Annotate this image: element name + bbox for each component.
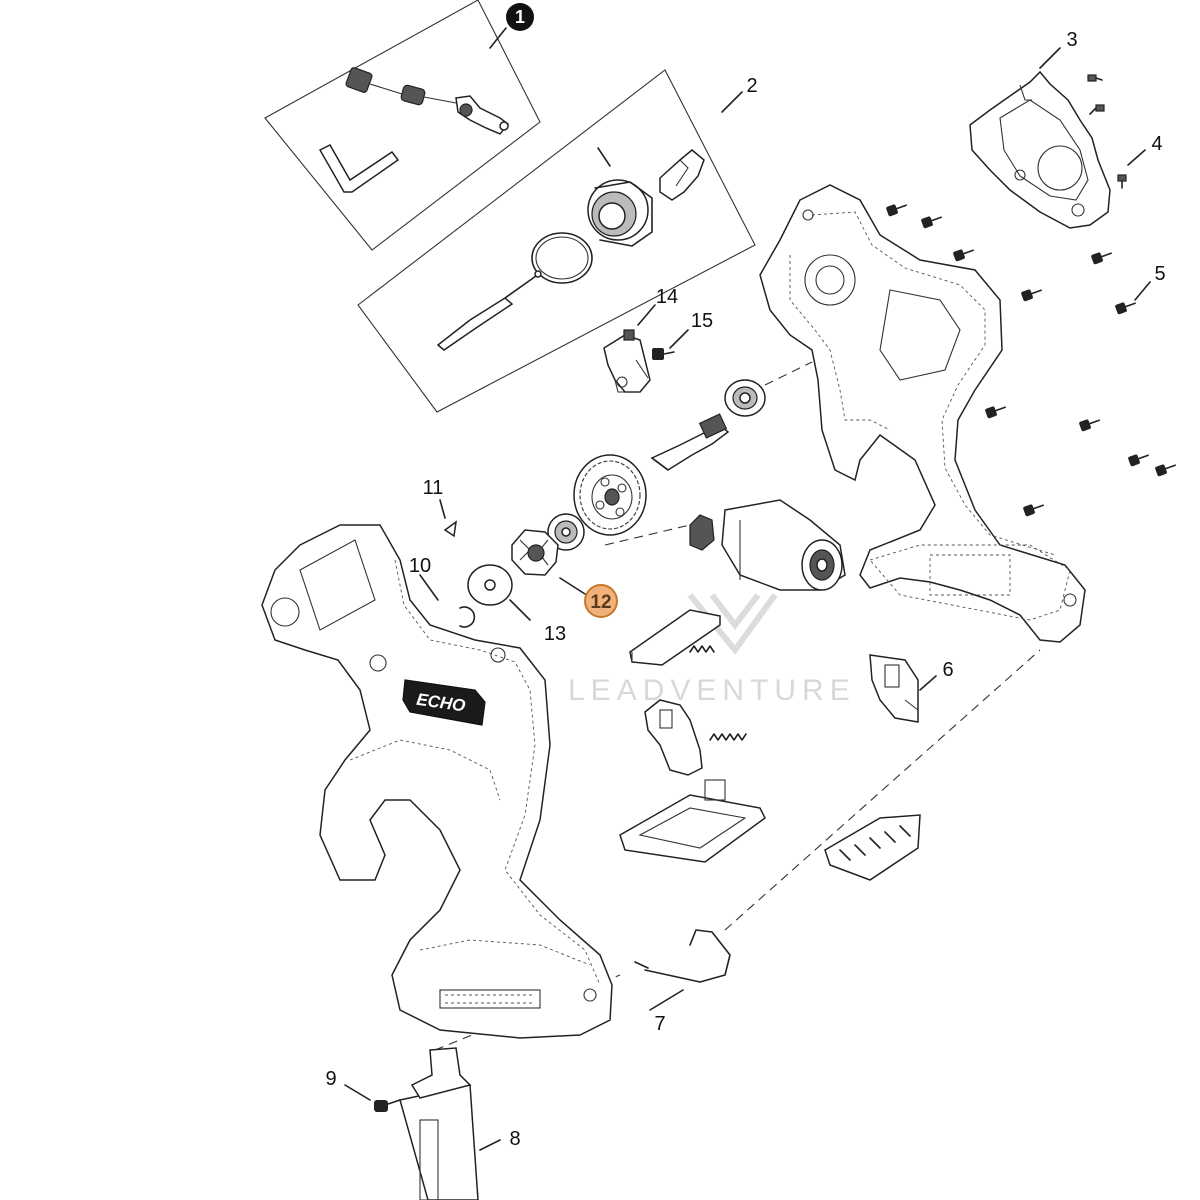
callout-5: 5 (1154, 263, 1165, 285)
chuck-assembly (587, 147, 705, 247)
left-housing-half (261, 524, 613, 1039)
spring-small (689, 645, 715, 653)
bearing-top (724, 379, 766, 417)
battery-plate (619, 779, 766, 863)
pick-tool (436, 270, 542, 351)
callout-14: 14 (656, 286, 678, 308)
switch-part-6 (869, 654, 919, 723)
callout-3: 3 (1066, 29, 1077, 51)
o-ring (531, 232, 593, 284)
switch-part-14 (603, 329, 651, 393)
callout-11: 11 (423, 477, 444, 499)
screw-15 (652, 348, 675, 360)
spindle-shaft (650, 413, 730, 471)
callout-1: 1 (515, 7, 525, 27)
callout-12-highlight (584, 584, 618, 618)
wire-spring-7 (634, 929, 731, 983)
allen-key (318, 144, 400, 193)
clip-10 (459, 606, 476, 628)
spring-long (709, 733, 747, 741)
callout-labels: 1 2 3 4 5 6 7 8 9 10 11 12 13 14 15 (325, 3, 1166, 1150)
nozzle-part (345, 67, 510, 135)
direction-switch (629, 609, 721, 666)
screws-4 (1087, 74, 1127, 189)
callout-8: 8 (509, 1128, 520, 1150)
belt-clip-8 (399, 1047, 479, 1200)
callout-13: 13 (544, 623, 566, 645)
watermark-text: LEADVENTURE (568, 674, 856, 707)
callout-10: 10 (409, 555, 431, 577)
callout-7: 7 (654, 1013, 665, 1035)
terminal-block (824, 814, 921, 881)
callout-6: 6 (942, 659, 953, 681)
screws-5 (886, 204, 1176, 517)
pin-11 (443, 520, 457, 538)
callout-4: 4 (1151, 133, 1162, 155)
coupling-part-12 (511, 529, 559, 576)
screw-9 (374, 1099, 401, 1112)
cover-plate (969, 70, 1111, 229)
kit-box-2 (357, 69, 756, 413)
watermark: LEADVENTURE (568, 593, 856, 707)
gear (573, 454, 647, 536)
callout-2: 2 (746, 75, 757, 97)
trigger (644, 699, 703, 776)
right-housing-half (759, 184, 1086, 643)
motor (689, 499, 846, 591)
bearing-mid (547, 513, 585, 551)
callout-12: 12 (590, 592, 611, 613)
leader-lines (344, 27, 1151, 1151)
echo-logo-badge: ECHO (402, 679, 486, 726)
callout-1-badge (506, 3, 534, 31)
callout-9: 9 (325, 1068, 336, 1090)
callout-15: 15 (691, 310, 713, 332)
kit-box-1 (264, 0, 541, 251)
washer-13 (467, 564, 513, 606)
